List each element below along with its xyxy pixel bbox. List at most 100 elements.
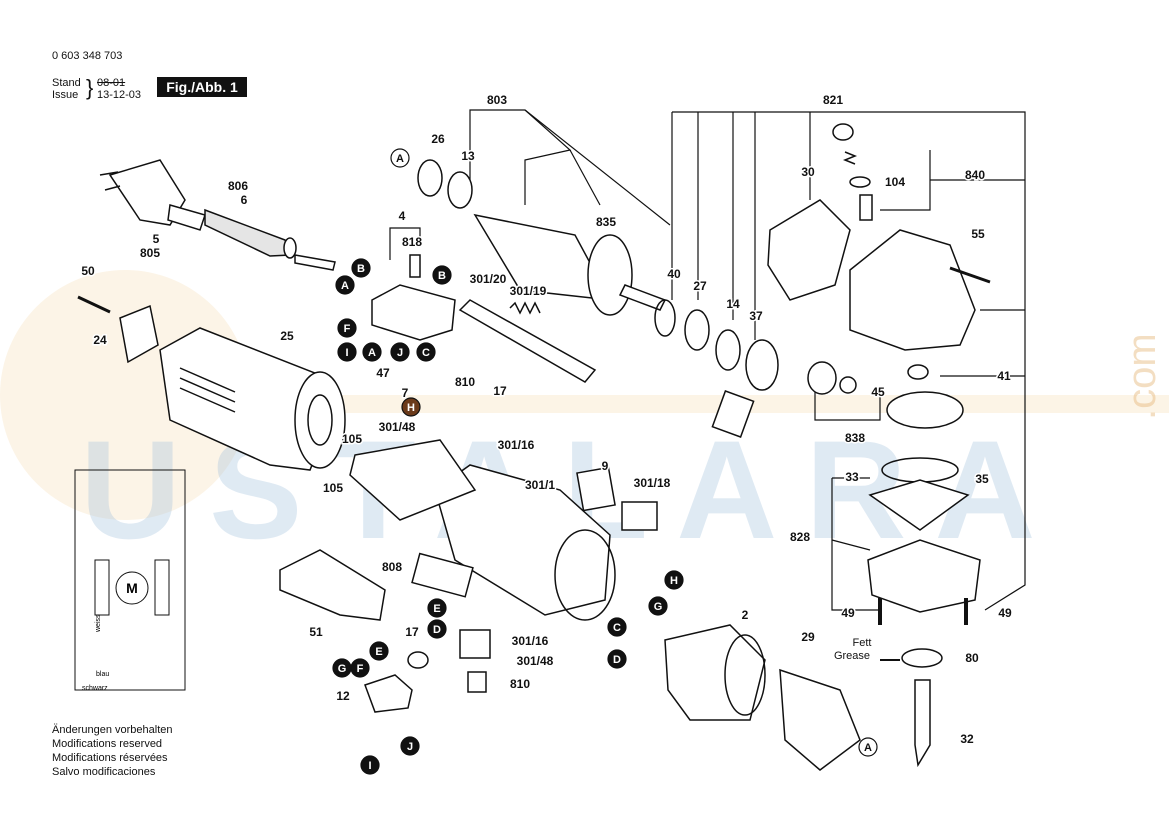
callout-C2: C [607, 617, 627, 637]
wire-label-weiss: weiss [95, 614, 102, 633]
part-label-14: 14 [726, 297, 740, 311]
callout-G1: G [648, 596, 668, 616]
cord-sleeve [204, 208, 336, 271]
part-label-7: 7 [402, 386, 409, 400]
callout-letter-B2: B [438, 270, 446, 282]
spring-104 [842, 151, 858, 165]
part-label-17a: 17 [493, 384, 507, 398]
callout-letter-J1: J [397, 347, 403, 359]
screw-55 [949, 266, 991, 284]
part-label-51: 51 [309, 625, 323, 639]
note-fr: Modifications réservées [52, 752, 168, 764]
leader-803-a [469, 109, 671, 226]
leader-803-b [524, 109, 572, 205]
guard-29 [779, 668, 861, 771]
part-810-lower [467, 671, 487, 693]
part-label-30: 30 [801, 165, 815, 179]
part-label-810b: 810 [510, 677, 530, 691]
part-label-818: 818 [402, 235, 422, 249]
callout-letter-A1: A [396, 153, 404, 165]
part-label-grease: Grease [834, 650, 870, 662]
part-label-26: 26 [431, 132, 445, 146]
callout-letter-C1: C [422, 347, 430, 359]
modification-notes: Änderungen vorbehalten Modifications res… [52, 723, 172, 779]
part-label-12: 12 [336, 689, 350, 703]
callout-H1: H [401, 397, 421, 417]
callout-letter-E2: E [375, 646, 382, 658]
bearing-13 [447, 171, 473, 209]
bracket-24 [119, 304, 159, 364]
label-808 [411, 552, 474, 598]
callout-B2: B [432, 265, 452, 285]
pinion-838 [807, 361, 837, 395]
part-label-6: 6 [241, 193, 248, 207]
figure-label: Fig./Abb. 1 [157, 77, 247, 97]
part-label-301-18: 301/18 [634, 476, 671, 490]
callout-F1: F [337, 318, 357, 338]
spring-301-19 [509, 301, 541, 315]
armature [473, 213, 667, 316]
part-label-803: 803 [487, 93, 507, 107]
screw-50 [77, 295, 111, 314]
part-label-5: 5 [153, 232, 160, 246]
part-label-838: 838 [845, 431, 865, 445]
part-label-24: 24 [93, 333, 107, 347]
callout-E1: E [427, 598, 447, 618]
callout-A3: A [362, 342, 382, 362]
callout-letter-F1: F [344, 323, 351, 335]
seal-33 [881, 457, 959, 483]
part-label-828: 828 [790, 530, 810, 544]
part-label-4: 4 [399, 209, 406, 223]
wire-label-blau: blau [96, 671, 109, 678]
callout-letter-B1: B [357, 263, 365, 275]
motor-housing [159, 327, 346, 471]
bearing-37 [745, 339, 779, 391]
callout-letter-I1: I [345, 347, 348, 359]
part-label-810a: 810 [455, 375, 475, 389]
bearing-26 [417, 159, 443, 197]
part-number: 0 603 348 703 [52, 50, 123, 62]
part-label-301-19: 301/19 [510, 284, 547, 298]
stand-label: Stand [52, 77, 81, 89]
plate-35 [868, 479, 970, 531]
switch-301-18 [621, 501, 658, 531]
part-label-301-48a: 301/48 [379, 420, 416, 434]
part-label-301-16b: 301/16 [512, 634, 549, 648]
part-label-29: 29 [801, 630, 815, 644]
part-label-301-20: 301/20 [470, 272, 507, 286]
issue-label: Issue [52, 89, 79, 101]
callout-letter-A2: A [341, 280, 349, 292]
brush-block [711, 390, 755, 438]
guard-30 [767, 199, 851, 301]
rail-301-20 [458, 299, 597, 383]
part-label-33: 33 [845, 470, 859, 484]
callout-H2: H [664, 570, 684, 590]
callout-G2: G [332, 658, 352, 678]
callout-D1: D [427, 619, 447, 639]
wire-label-schwarz: schwarz [82, 685, 108, 692]
callout-letter-J2: J [407, 741, 413, 753]
callout-letter-D2: D [613, 654, 621, 666]
part-label-55: 55 [971, 227, 985, 241]
callout-letter-F2: F [357, 663, 364, 675]
ring-17-lower [407, 651, 429, 669]
callout-E2: E [369, 641, 389, 661]
part-label-806: 806 [228, 179, 248, 193]
part-label-80: 80 [965, 651, 979, 665]
part-label-32: 32 [960, 732, 974, 746]
part-label-105b: 105 [323, 481, 343, 495]
part-label-49a: 49 [841, 606, 855, 620]
part-label-35: 35 [975, 472, 989, 486]
part-label-49b: 49 [998, 606, 1012, 620]
part-label-25: 25 [280, 329, 294, 343]
callout-letter-I2: I [368, 760, 371, 772]
stand-date: 08-01 [97, 77, 126, 89]
part-45 [839, 376, 857, 394]
washer-80 [901, 648, 943, 668]
callout-I2: I [360, 755, 380, 775]
wiring-schematic [74, 469, 186, 691]
part-label-9: 9 [602, 459, 609, 473]
part-label-105a: 105 [342, 432, 362, 446]
cover-51 [279, 549, 386, 621]
